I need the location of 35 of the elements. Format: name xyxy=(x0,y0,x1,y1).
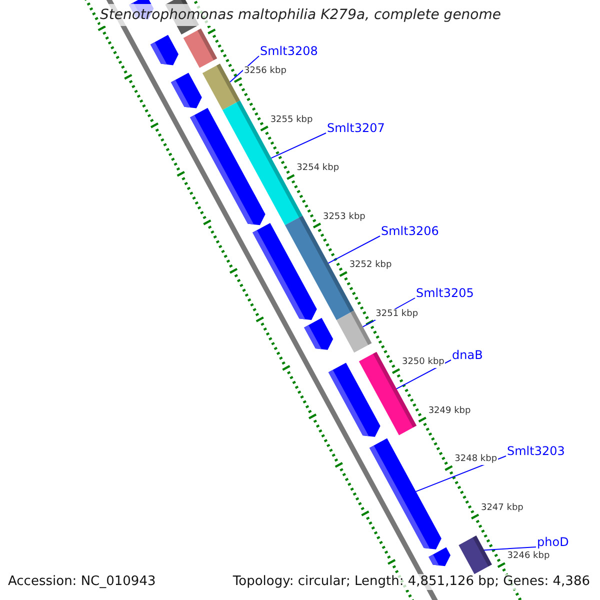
gene-bar xyxy=(202,64,240,110)
gene-bar xyxy=(190,108,266,226)
leader-line xyxy=(484,546,536,551)
tick-label: 3251 kbp xyxy=(374,308,420,320)
title: Stenotrophomonas maltophilia K279a, complete genome xyxy=(100,4,500,26)
tick-label: 3250 kbp xyxy=(400,357,446,368)
gene-bar xyxy=(428,547,450,566)
leader-line xyxy=(328,236,380,264)
gene-bar xyxy=(328,362,380,437)
tick-label: 3255 kbp xyxy=(269,114,314,126)
gene-bar xyxy=(170,72,202,108)
gene-label: Smlt3208 xyxy=(260,44,318,58)
gene-bar xyxy=(150,34,178,66)
tick-label: 3249 kbp xyxy=(427,406,472,417)
leader-line xyxy=(270,132,326,159)
tick-label: 3254 kbp xyxy=(296,163,340,174)
genome-stats-text: Topology: circular; Length: 4,851,126 bp; Genes: 4,386 xyxy=(232,574,590,590)
tick-label: 3252 kbp xyxy=(348,260,393,272)
gene-label: Smlt3203 xyxy=(507,444,565,458)
tick-label: 3256 kbp xyxy=(243,66,288,77)
tick-label: 3246 kbp xyxy=(506,551,551,562)
gene-bar xyxy=(183,28,218,68)
gene-bar xyxy=(304,318,334,350)
tick-label: 3248 kbp xyxy=(454,454,498,466)
gene-label: Smlt3206 xyxy=(381,224,439,238)
gene-bar xyxy=(369,438,442,550)
gene-label: phoD xyxy=(537,535,569,549)
tick-label: 3247 kbp xyxy=(480,502,524,514)
leader-line xyxy=(230,56,260,83)
gene-label: Smlt3207 xyxy=(327,121,385,135)
gene-label: dnaB xyxy=(452,348,483,362)
accession-text: Accession: NC_010943 xyxy=(8,574,156,590)
gene-bar xyxy=(252,223,317,320)
gene-label: Smlt3205 xyxy=(416,286,474,300)
tick-label: 3253 kbp xyxy=(322,212,366,223)
